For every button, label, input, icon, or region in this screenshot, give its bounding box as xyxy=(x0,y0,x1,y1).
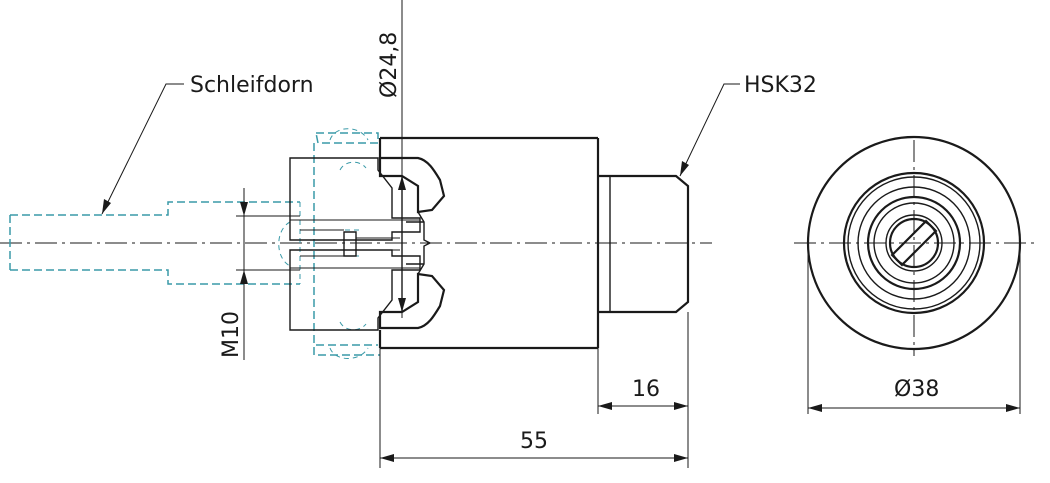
label-mandrel: Schleifdorn xyxy=(190,73,314,98)
leader-hsk: HSK32 xyxy=(679,73,817,177)
hsk-shank xyxy=(598,174,690,314)
dim-bore-diameter: Ø24,8 xyxy=(377,0,406,318)
dim-thread: M10 xyxy=(219,188,300,360)
bore-detail xyxy=(300,229,400,257)
clamp-nut-section xyxy=(289,157,421,331)
label-dim-55: 55 xyxy=(520,429,548,454)
dim-outer-diameter: Ø38 xyxy=(807,243,1021,414)
grinding-mandrel-ghost xyxy=(9,128,380,359)
label-thread: M10 xyxy=(219,311,244,358)
label-bore-diameter: Ø24,8 xyxy=(377,32,402,98)
label-holder: HSK32 xyxy=(744,73,817,98)
label-dim-16: 16 xyxy=(632,377,660,402)
screw-slot xyxy=(890,219,938,267)
label-outer-diameter: Ø38 xyxy=(894,377,939,402)
dim-16: 16 xyxy=(597,312,689,468)
dim-55: 55 xyxy=(379,348,688,468)
front-view: Ø38 xyxy=(794,135,1034,414)
side-view: Ø24,8 M10 16 55 xyxy=(0,0,817,468)
leader-mandrel: Schleifdorn xyxy=(101,73,314,215)
